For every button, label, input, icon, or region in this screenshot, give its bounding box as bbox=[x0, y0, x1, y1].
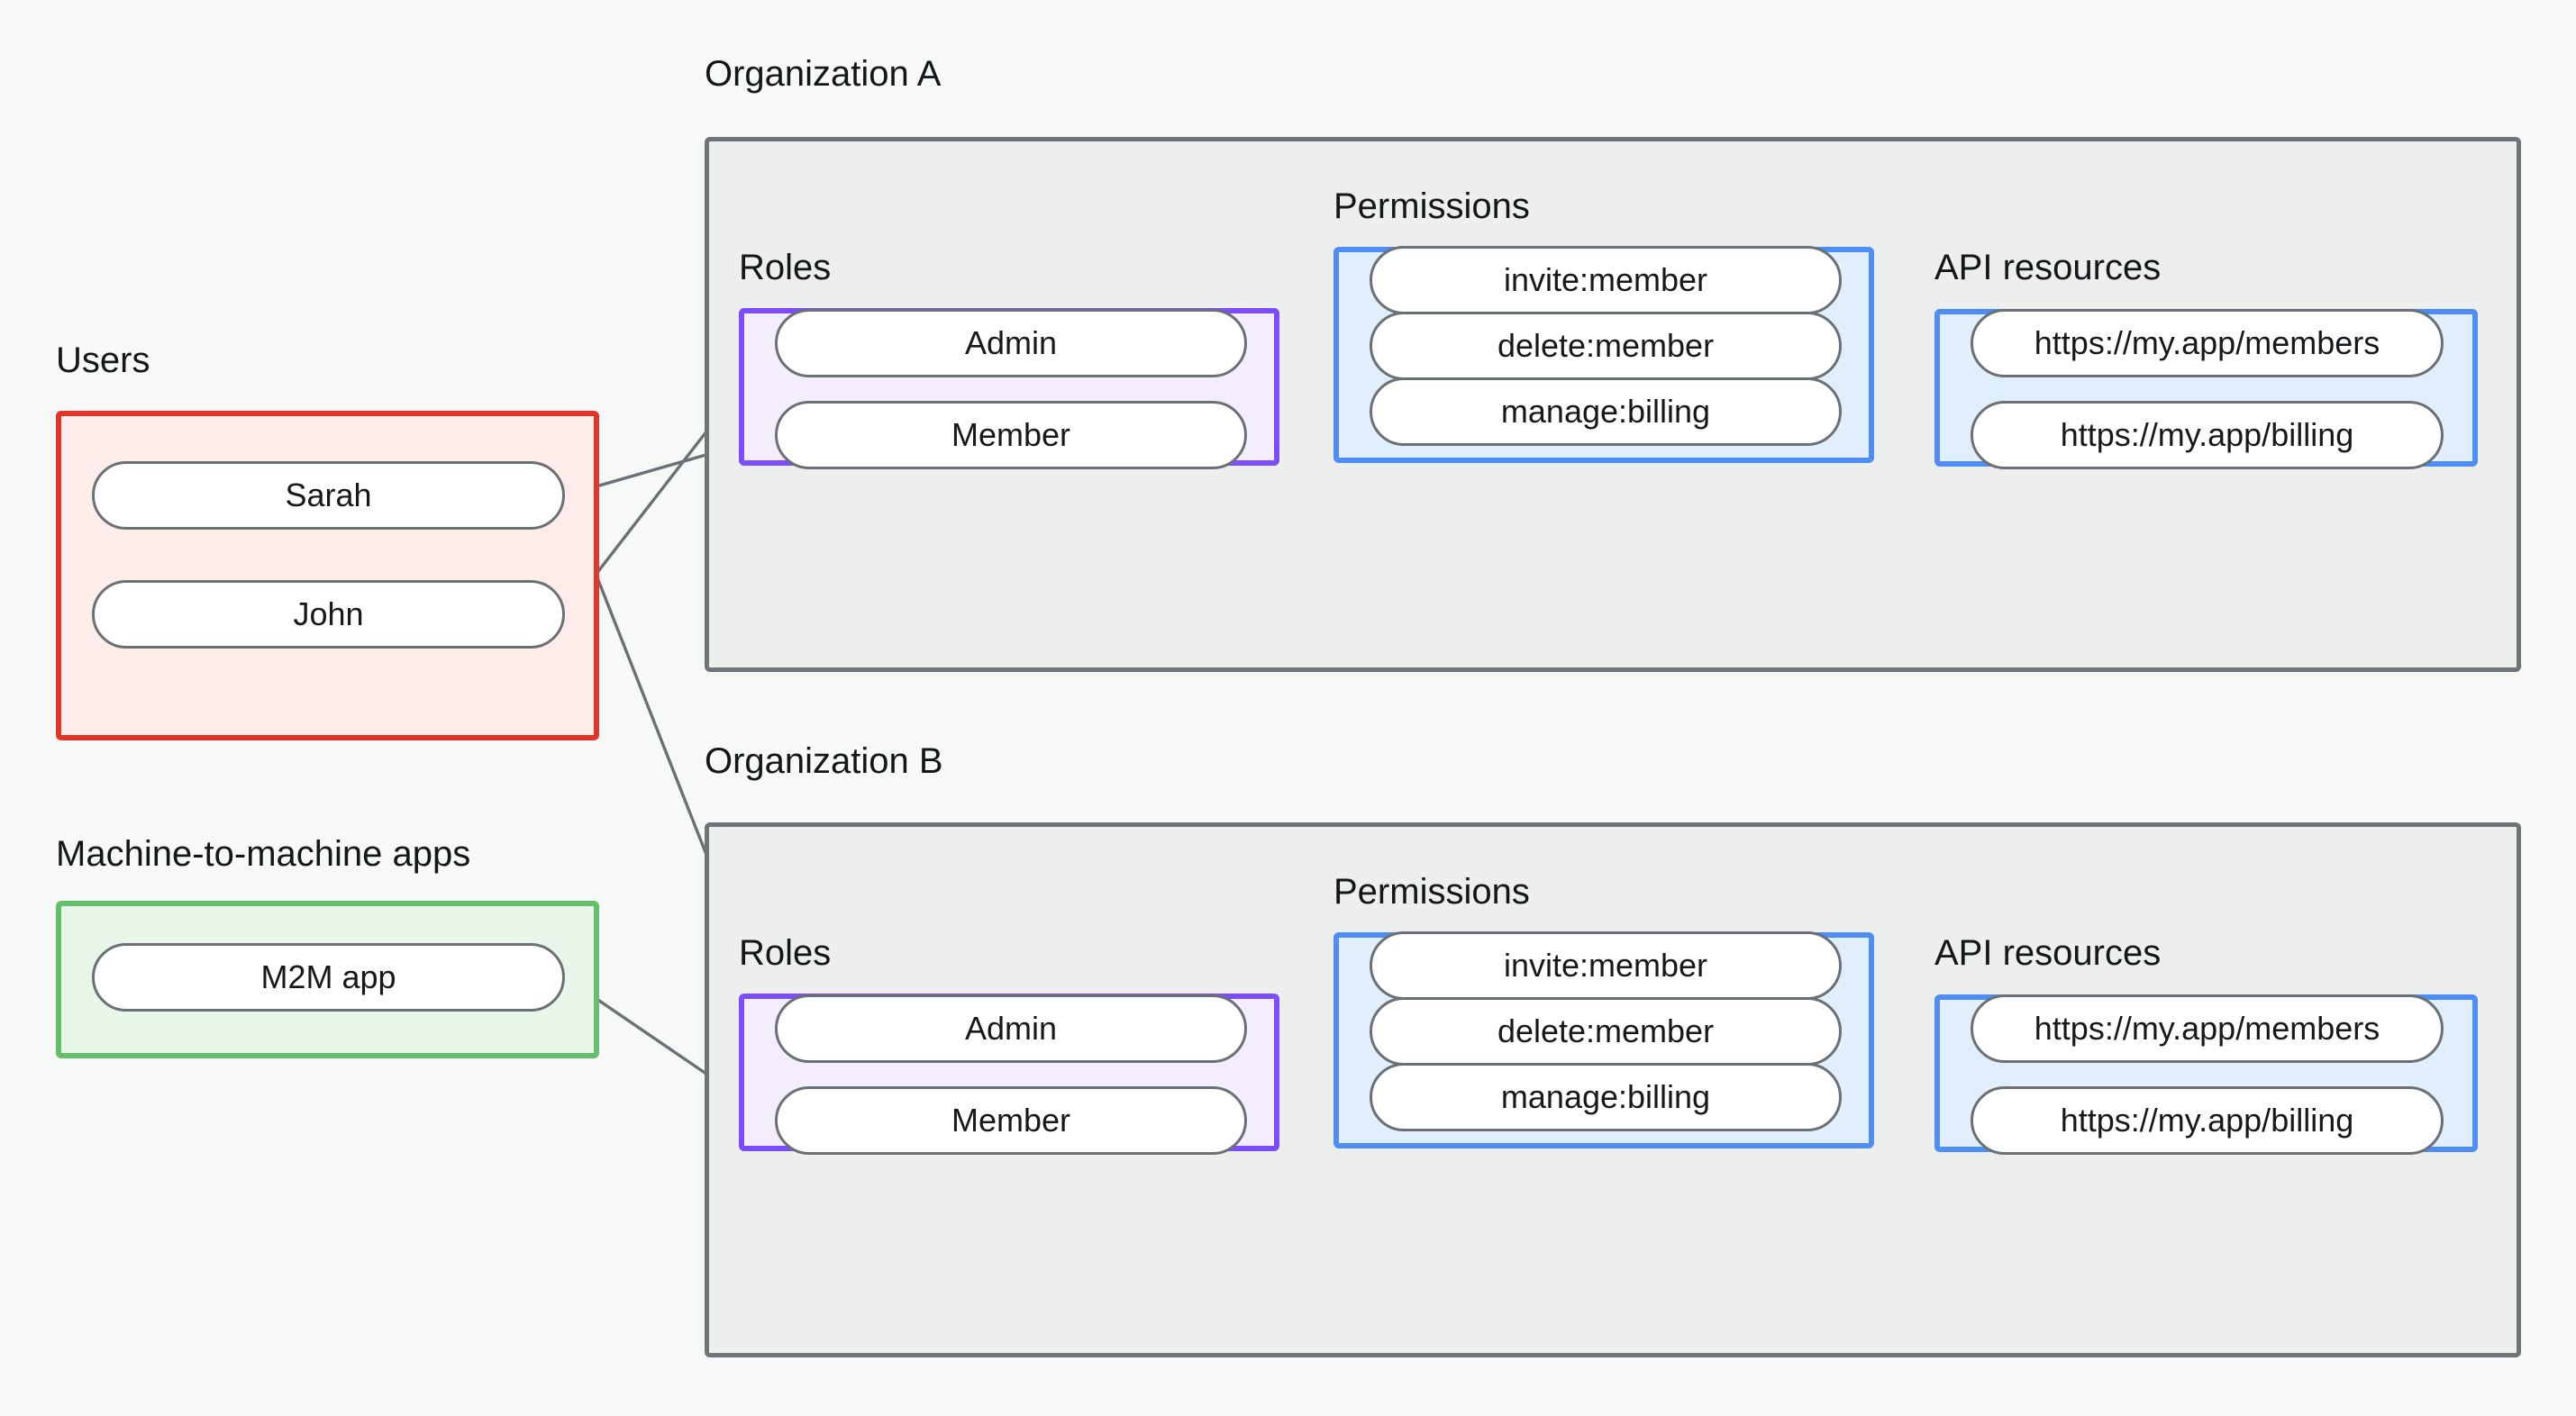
org-a-roles-label: Roles bbox=[739, 248, 832, 287]
org-b-roles-label: Roles bbox=[739, 933, 832, 973]
org-b-label: Organization B bbox=[705, 741, 943, 781]
user-node-sarah[interactable]: Sarah bbox=[92, 461, 565, 530]
org-a-permissions-box: invite:member delete:member manage:billi… bbox=[1334, 246, 1874, 463]
org-a-permission-node-invite[interactable]: invite:member bbox=[1370, 246, 1842, 314]
user-node-john[interactable]: John bbox=[92, 580, 565, 649]
org-a-label: Organization A bbox=[705, 54, 942, 94]
users-box: Sarah John bbox=[56, 411, 599, 740]
org-b-api-box: https://my.app/members https://my.app/bi… bbox=[1934, 994, 2478, 1155]
org-a-api-box: https://my.app/members https://my.app/bi… bbox=[1934, 309, 2478, 469]
org-b-roles-box: Admin Member bbox=[739, 994, 1279, 1155]
org-a-api-node-billing[interactable]: https://my.app/billing bbox=[1971, 401, 2444, 469]
org-b-permissions-box: invite:member delete:member manage:billi… bbox=[1334, 931, 1874, 1148]
org-b-role-node-admin[interactable]: Admin bbox=[775, 994, 1247, 1063]
org-a-permission-node-delete[interactable]: delete:member bbox=[1370, 312, 1842, 380]
m2m-node-app[interactable]: M2M app bbox=[92, 943, 565, 1012]
org-b-api-node-billing[interactable]: https://my.app/billing bbox=[1971, 1086, 2444, 1155]
org-b-permissions-label: Permissions bbox=[1334, 872, 1530, 912]
org-b-permission-node-invite[interactable]: invite:member bbox=[1370, 931, 1842, 1000]
org-a-box: Roles Permissions API resources Admin Me… bbox=[705, 137, 2521, 672]
org-a-api-label: API resources bbox=[1934, 248, 2162, 287]
org-b-permission-node-billing[interactable]: manage:billing bbox=[1370, 1063, 1842, 1131]
org-a-role-node-member[interactable]: Member bbox=[775, 401, 1247, 469]
users-group-label: Users bbox=[56, 340, 150, 380]
org-a-roles-box: Admin Member bbox=[739, 308, 1279, 469]
m2m-box: M2M app bbox=[56, 901, 599, 1058]
org-a-permissions-label: Permissions bbox=[1334, 186, 1530, 226]
org-b-box: Roles Permissions API resources Admin Me… bbox=[705, 822, 2521, 1357]
org-b-api-label: API resources bbox=[1934, 933, 2162, 973]
org-b-permission-node-delete[interactable]: delete:member bbox=[1370, 997, 1842, 1066]
org-b-role-node-member[interactable]: Member bbox=[775, 1086, 1247, 1155]
m2m-group-label: Machine-to-machine apps bbox=[56, 834, 471, 874]
org-a-permission-node-billing[interactable]: manage:billing bbox=[1370, 377, 1842, 446]
org-a-role-node-admin[interactable]: Admin bbox=[775, 309, 1247, 377]
org-a-api-node-members[interactable]: https://my.app/members bbox=[1971, 309, 2444, 377]
org-b-api-node-members[interactable]: https://my.app/members bbox=[1971, 994, 2444, 1063]
